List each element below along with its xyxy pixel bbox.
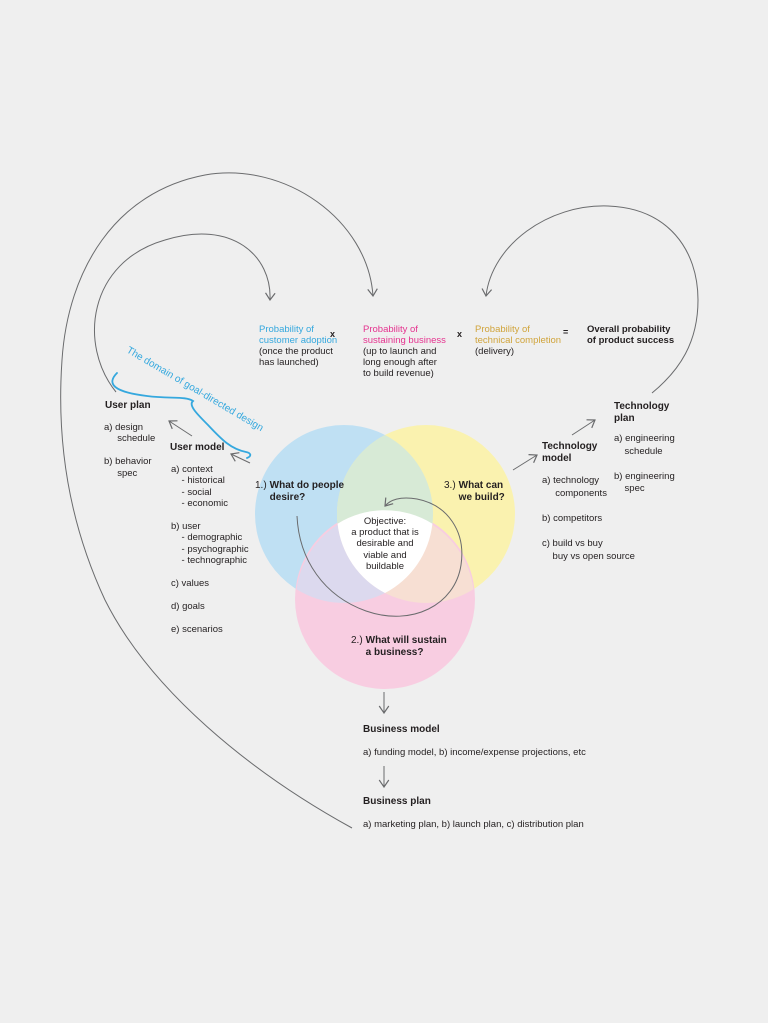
formula-result: Overall probability of product success bbox=[587, 324, 675, 346]
technology-model-items: a) technology components b) competitors … bbox=[542, 475, 635, 562]
user-model-items: a) context - historical - social - econo… bbox=[171, 464, 249, 635]
technology-model-title: Technology model bbox=[542, 441, 598, 464]
equals-sign: = bbox=[563, 327, 569, 337]
user-plan-title: User plan bbox=[105, 400, 151, 411]
venn-question-1: 1.) What do people desire? bbox=[255, 480, 344, 503]
user-plan-items: a) design schedule b) behavior spec bbox=[104, 422, 156, 479]
user-model-title: User model bbox=[170, 442, 225, 453]
business-plan-items: a) marketing plan, b) launch plan, c) di… bbox=[363, 819, 584, 830]
formula-term-technical-completion: Probability of technical completion (del… bbox=[475, 324, 561, 357]
goal-directed-design-brace bbox=[111, 372, 252, 459]
term-note: (once the product has launched) bbox=[259, 346, 333, 368]
business-plan-title: Business plan bbox=[363, 796, 431, 807]
term-note: (up to launch and long enough after to b… bbox=[363, 346, 437, 379]
business-model-title: Business model bbox=[363, 724, 440, 735]
question-number: 3.) bbox=[444, 480, 456, 491]
formula-term-sustaining-business: Probability of sustaining business (up t… bbox=[363, 324, 446, 379]
question-text: What do people desire? bbox=[269, 480, 345, 503]
term-title: Probability of customer adoption bbox=[259, 324, 338, 346]
arrow-circle-to-technologymodel bbox=[512, 455, 537, 471]
question-text: What can we build? bbox=[458, 480, 505, 503]
venn-question-3: 3.) What can we build? bbox=[444, 480, 505, 503]
arrow-technologymodel-to-technologyplan bbox=[571, 420, 595, 436]
question-text: What will sustain a business? bbox=[365, 635, 447, 658]
spiral-arrow-to-objective bbox=[296, 497, 463, 617]
arrow-usermodel-to-userplan bbox=[169, 421, 193, 437]
arrow-circle-to-usermodel bbox=[231, 454, 251, 464]
venn-objective-text: Objective: a product that is desirable a… bbox=[351, 516, 419, 572]
arc-businessplan-to-sustaining bbox=[60, 172, 373, 829]
formula-term-customer-adoption: Probability of customer adoption (once t… bbox=[259, 324, 337, 368]
venn-question-2: 2.) What will sustain a business? bbox=[351, 635, 447, 658]
arc-technologyplan-to-completion bbox=[486, 205, 699, 394]
term-title: Probability of technical completion bbox=[475, 324, 562, 346]
multiply-sign-1: x bbox=[330, 329, 336, 339]
venn-center-region bbox=[337, 510, 433, 593]
arc-userplan-to-adoption bbox=[94, 233, 270, 393]
technology-plan-items: a) engineering schedule b) engineering s… bbox=[614, 433, 675, 495]
technology-plan-title: Technology plan bbox=[614, 401, 670, 424]
question-number: 1.) bbox=[255, 480, 267, 491]
term-note: (delivery) bbox=[475, 346, 515, 357]
question-number: 2.) bbox=[351, 635, 363, 646]
multiply-sign-2: x bbox=[457, 329, 463, 339]
term-title: Probability of sustaining business bbox=[363, 324, 446, 346]
business-model-items: a) funding model, b) income/expense proj… bbox=[363, 747, 586, 758]
